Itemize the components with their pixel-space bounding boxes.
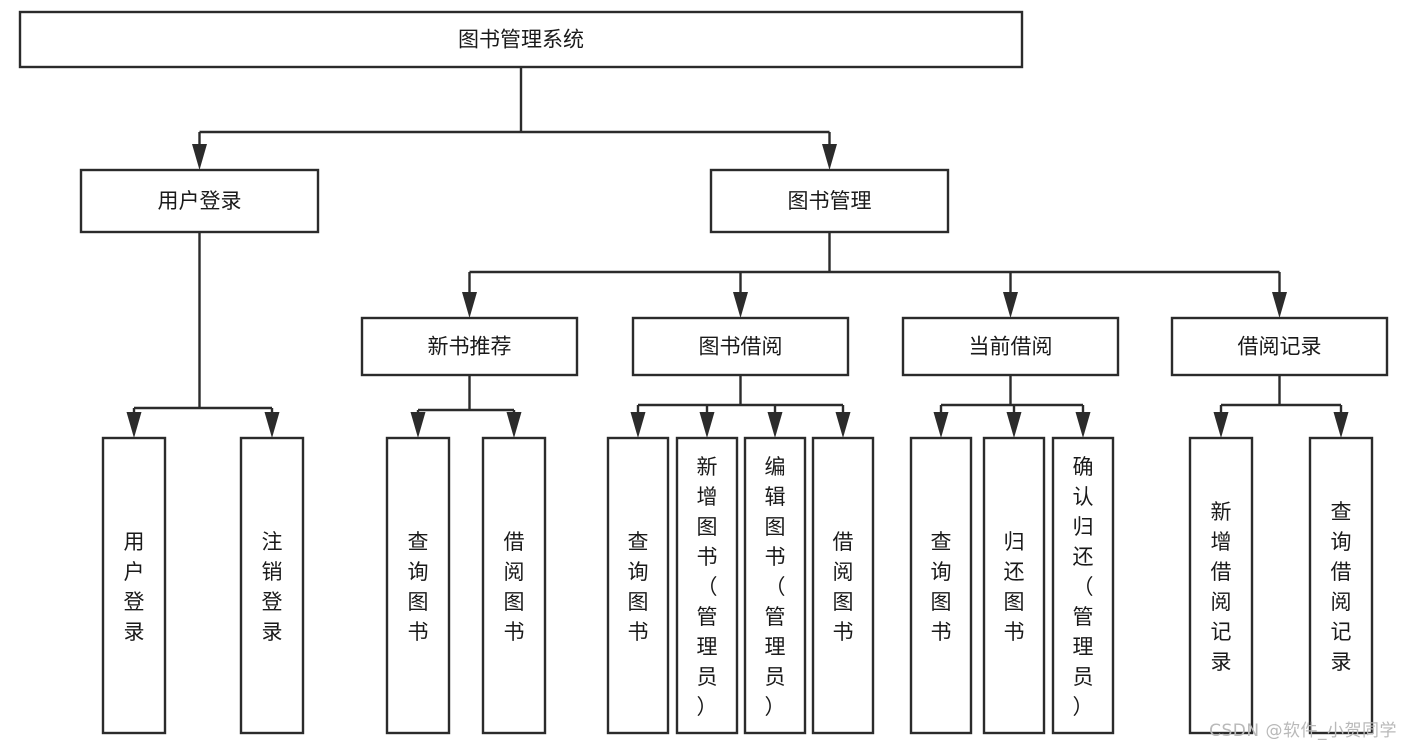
edge-group-user-login: [126, 232, 280, 438]
edge-group-book-manage: [462, 232, 1287, 318]
node-label-leaf-query-book-rec: 查询图书: [408, 530, 429, 644]
node-book-manage[interactable]: 图书管理: [709, 168, 950, 234]
node-label-leaf-user-login: 用户登录: [124, 530, 145, 644]
node-label-leaf-logout: 注销登录: [262, 530, 283, 644]
node-label-borrow-record: 借阅记录: [1238, 335, 1322, 359]
node-leaf-borrow-book-rec[interactable]: 借阅图书: [481, 436, 547, 735]
node-box-user-login[interactable]: [79, 168, 320, 234]
node-borrow-record[interactable]: 借阅记录: [1170, 316, 1389, 377]
node-label-leaf-query-book-cur: 查询图书: [931, 530, 952, 644]
node-label-leaf-edit-book: 编辑图书（管理员）: [765, 455, 786, 719]
node-label-book-manage: 图书管理: [788, 189, 872, 213]
node-label-root: 图书管理系统: [458, 28, 584, 52]
node-leaf-borrow-book[interactable]: 借阅图书: [811, 436, 875, 735]
node-box-new-book-rec[interactable]: [360, 316, 579, 377]
edge-group-root: [192, 67, 837, 170]
node-label-new-book-rec: 新书推荐: [428, 335, 512, 359]
node-leaf-add-record[interactable]: 新增借阅记录: [1188, 436, 1254, 735]
edge-group-book-borrow: [630, 375, 851, 438]
node-box-leaf-edit-book[interactable]: [743, 436, 807, 735]
node-label-current-borrow: 当前借阅: [969, 335, 1053, 359]
node-leaf-logout[interactable]: 注销登录: [239, 436, 305, 735]
node-leaf-query-book[interactable]: 查询图书: [606, 436, 670, 735]
node-box-leaf-query-book[interactable]: [606, 436, 670, 735]
node-box-leaf-borrow-book[interactable]: [811, 436, 875, 735]
node-label-leaf-borrow-book-rec: 借阅图书: [504, 530, 525, 644]
watermark-label: CSDN @软件_小贺同学: [1209, 721, 1397, 741]
node-box-book-manage[interactable]: [709, 168, 950, 234]
node-box-leaf-query-book-rec[interactable]: [385, 436, 451, 735]
node-box-borrow-record[interactable]: [1170, 316, 1389, 377]
node-leaf-add-book[interactable]: 新增图书（管理员）: [675, 436, 739, 735]
node-label-book-borrow: 图书借阅: [699, 335, 783, 359]
edge-group-new-book-rec: [410, 375, 522, 438]
node-leaf-query-book-rec[interactable]: 查询图书: [385, 436, 451, 735]
node-label-leaf-borrow-book: 借阅图书: [833, 530, 854, 644]
node-box-leaf-borrow-book-rec[interactable]: [481, 436, 547, 735]
node-box-root[interactable]: [18, 10, 1024, 69]
node-label-leaf-query-book: 查询图书: [628, 530, 649, 644]
node-label-leaf-confirm-return: 确认归还（管理员）: [1073, 455, 1094, 719]
node-leaf-edit-book[interactable]: 编辑图书（管理员）: [743, 436, 807, 735]
node-box-book-borrow[interactable]: [631, 316, 850, 377]
node-leaf-query-record[interactable]: 查询借阅记录: [1308, 436, 1374, 735]
node-label-leaf-return-book: 归还图书: [1004, 530, 1025, 644]
node-book-borrow[interactable]: 图书借阅: [631, 316, 850, 377]
node-box-leaf-user-login[interactable]: [101, 436, 167, 735]
node-box-leaf-query-book-cur[interactable]: [909, 436, 973, 735]
node-root[interactable]: 图书管理系统: [18, 10, 1024, 69]
edge-group-borrow-record: [1213, 375, 1349, 438]
node-leaf-user-login[interactable]: 用户登录: [101, 436, 167, 735]
node-new-book-rec[interactable]: 新书推荐: [360, 316, 579, 377]
node-leaf-query-book-cur[interactable]: 查询图书: [909, 436, 973, 735]
node-box-leaf-confirm-return[interactable]: [1051, 436, 1115, 735]
node-label-leaf-add-record: 新增借阅记录: [1211, 500, 1232, 674]
node-label-leaf-add-book: 新增图书（管理员）: [697, 455, 718, 719]
node-leaf-confirm-return[interactable]: 确认归还（管理员）: [1051, 436, 1115, 735]
nodes-layer: 图书管理系统用户登录图书管理新书推荐图书借阅当前借阅借阅记录用户登录注销登录查询…: [18, 10, 1389, 735]
node-label-leaf-query-record: 查询借阅记录: [1331, 500, 1352, 674]
node-box-current-borrow[interactable]: [901, 316, 1120, 377]
node-box-leaf-add-record[interactable]: [1188, 436, 1254, 735]
node-box-leaf-return-book[interactable]: [982, 436, 1046, 735]
node-current-borrow[interactable]: 当前借阅: [901, 316, 1120, 377]
node-box-leaf-add-book[interactable]: [675, 436, 739, 735]
node-label-user-login: 用户登录: [158, 189, 242, 213]
node-user-login[interactable]: 用户登录: [79, 168, 320, 234]
node-leaf-return-book[interactable]: 归还图书: [982, 436, 1046, 735]
node-box-leaf-logout[interactable]: [239, 436, 305, 735]
edge-group-current-borrow: [933, 375, 1091, 438]
edges-layer: [126, 67, 1349, 438]
node-box-leaf-query-record[interactable]: [1308, 436, 1374, 735]
